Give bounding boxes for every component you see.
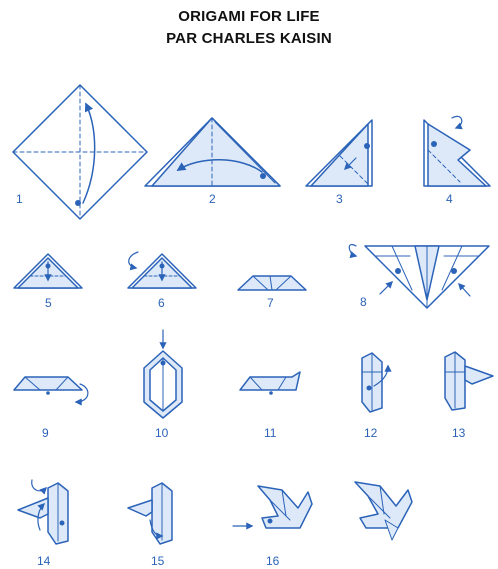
step-1-figure bbox=[13, 85, 147, 219]
step-10-label: 10 bbox=[155, 426, 169, 440]
step-3-figure bbox=[306, 120, 372, 186]
step-4-figure bbox=[424, 116, 490, 186]
step-4-label: 4 bbox=[446, 192, 453, 206]
step-3-label: 3 bbox=[336, 192, 343, 206]
step-14-label: 14 bbox=[37, 554, 51, 568]
step-6-figure bbox=[128, 252, 196, 288]
step-12-figure bbox=[362, 353, 388, 412]
step-16-label: 16 bbox=[266, 554, 280, 568]
step-10-figure bbox=[144, 330, 182, 418]
step-6-label: 6 bbox=[158, 296, 165, 310]
step-14-figure bbox=[18, 480, 68, 544]
step-5-label: 5 bbox=[45, 296, 52, 310]
step-13-label: 13 bbox=[452, 426, 466, 440]
step-7-figure bbox=[238, 276, 306, 290]
step-16-figure bbox=[233, 486, 312, 528]
step-8-figure bbox=[349, 245, 489, 308]
step-final-figure bbox=[355, 482, 412, 540]
step-13-figure bbox=[445, 352, 493, 410]
step-1-label: 1 bbox=[16, 192, 23, 206]
step-11-figure bbox=[240, 372, 300, 395]
step-9-figure bbox=[14, 377, 88, 402]
step-12-label: 12 bbox=[364, 426, 378, 440]
step-2-figure bbox=[145, 118, 280, 186]
step-7-label: 7 bbox=[267, 296, 274, 310]
step-5-figure bbox=[14, 254, 82, 288]
step-11-label: 11 bbox=[264, 426, 277, 440]
step-15-figure bbox=[128, 483, 172, 544]
step-9-label: 9 bbox=[42, 426, 49, 440]
step-15-label: 15 bbox=[151, 554, 165, 568]
step-2-label: 2 bbox=[209, 192, 216, 206]
step-8-label: 8 bbox=[360, 295, 367, 309]
